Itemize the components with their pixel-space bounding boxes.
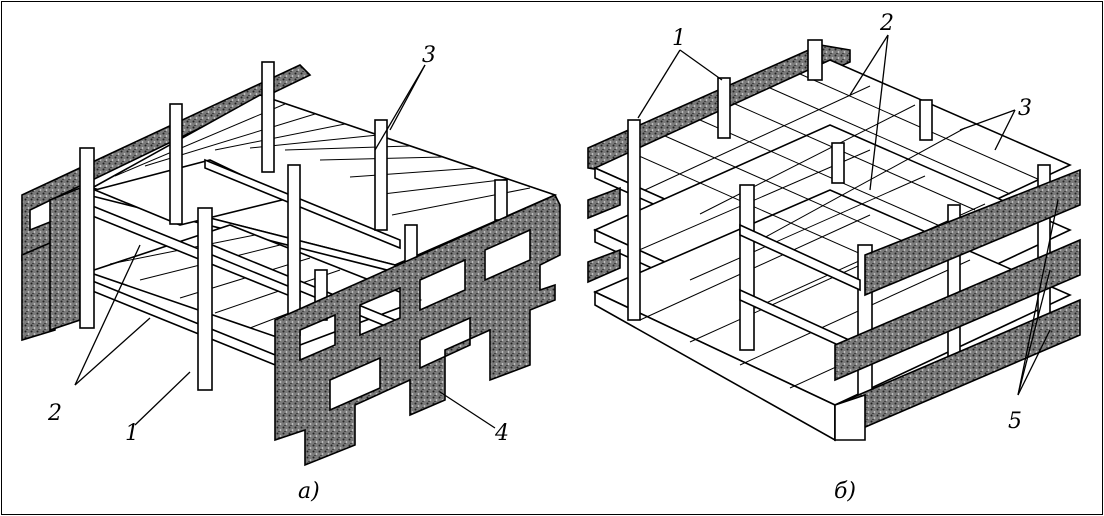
spandrel-panels-b — [834, 168, 1081, 442]
callout-a-3: 3 — [422, 43, 436, 68]
caption-b: б) — [834, 479, 856, 504]
caption-a: а) — [298, 479, 320, 504]
callout-b-2: 2 — [879, 11, 894, 36]
left-pier-a — [49, 186, 81, 332]
diagram-a — [21, 61, 561, 467]
callout-b-3: 3 — [1018, 96, 1032, 121]
beams-b — [739, 223, 861, 357]
diagram-b — [587, 39, 1081, 442]
callouts-b: 1 2 3 5 б) — [637, 11, 1059, 504]
callout-a-2: 2 — [47, 401, 62, 426]
front-wall-a — [274, 193, 561, 467]
callout-b-5: 5 — [1008, 409, 1022, 434]
columns-a — [79, 61, 508, 391]
slab-joints-b — [629, 73, 1041, 389]
callout-a-4: 4 — [494, 421, 509, 446]
callout-b-1: 1 — [672, 26, 686, 51]
callout-a-1: 1 — [125, 421, 139, 446]
callouts-a: 3 2 1 4 а) — [47, 43, 509, 504]
